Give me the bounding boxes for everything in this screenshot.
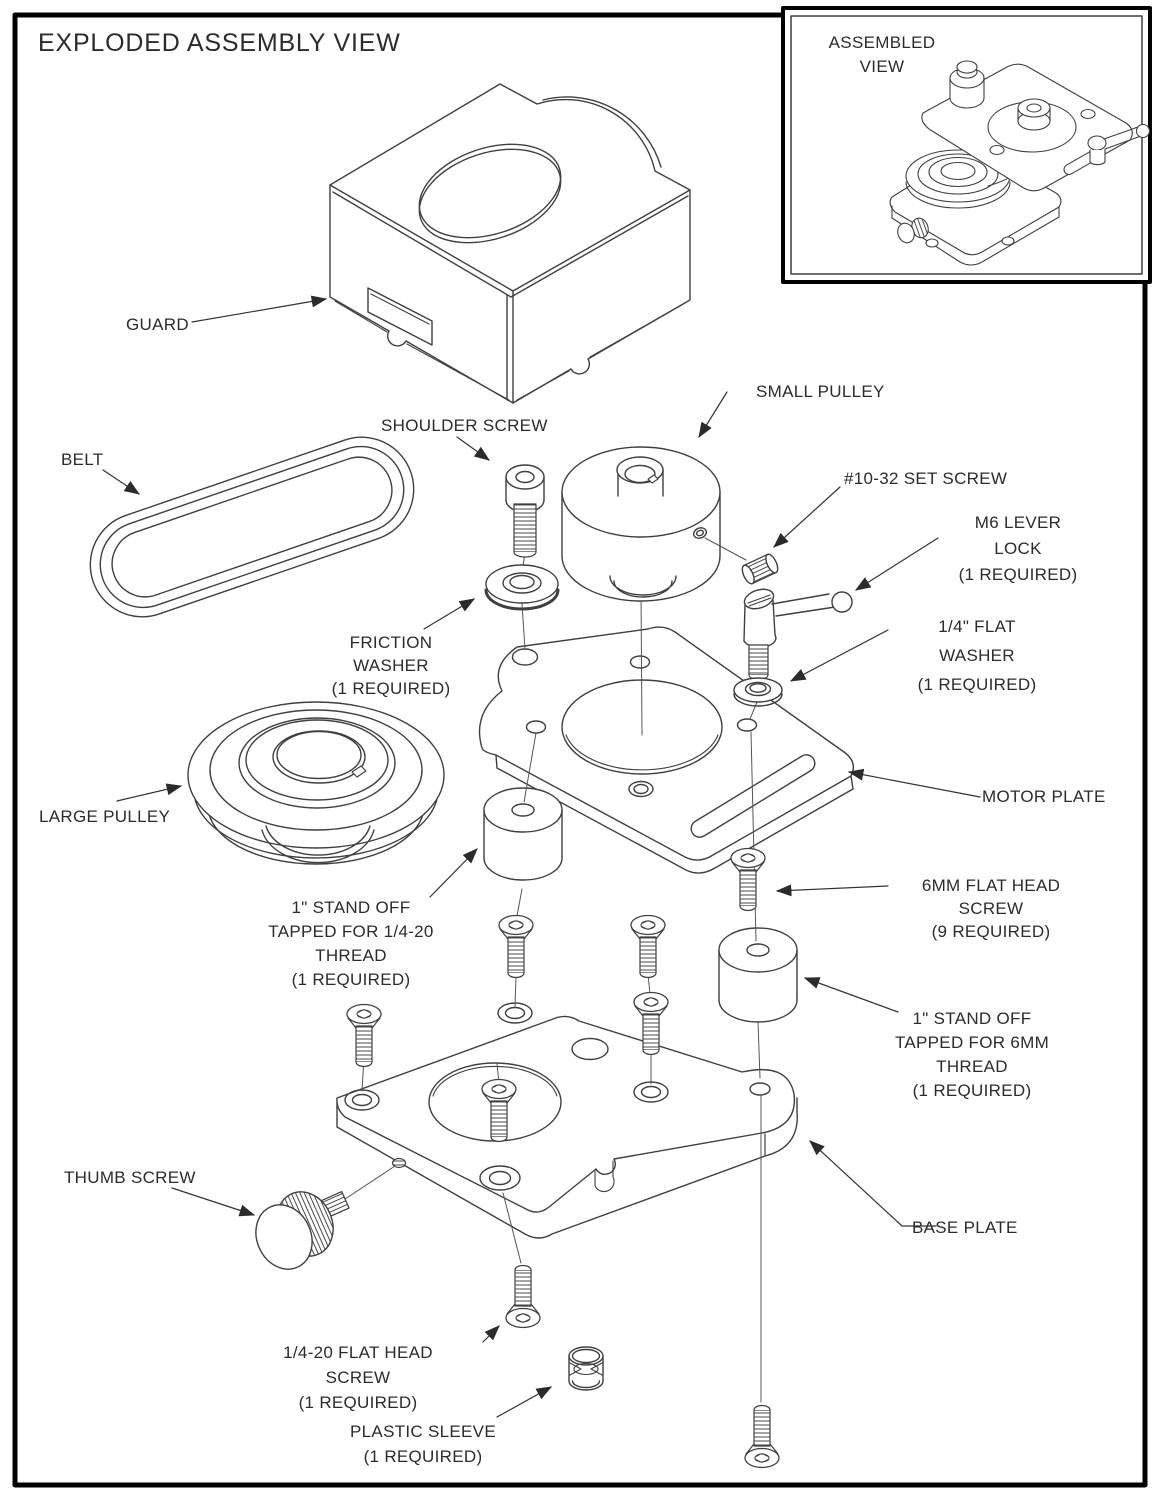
large-pulley-drawing <box>187 701 445 865</box>
lever-lock-drawing <box>743 588 853 681</box>
small-pulley-drawing <box>561 446 721 602</box>
label-flat-head-6mm: 6MM FLAT HEAD SCREW (9 REQUIRED) <box>921 876 1061 941</box>
label-shoulder-screw: SHOULDER SCREW <box>381 416 548 435</box>
thumb-screw-drawing <box>255 1190 350 1270</box>
standoff-quarter-drawing <box>483 787 563 881</box>
label-belt: BELT <box>61 450 104 469</box>
leader-lines <box>102 295 981 1418</box>
guard-drawing <box>329 83 691 404</box>
assembled-view-drawing <box>889 60 1151 266</box>
label-standoff-quarter: 1" STAND OFF TAPPED FOR 1/4-20 THREAD (1… <box>268 898 434 989</box>
page-border <box>12 12 1148 1488</box>
label-standoff-6mm: 1" STAND OFF TAPPED FOR 6MM THREAD (1 RE… <box>894 1009 1050 1100</box>
label-set-screw: #10-32 SET SCREW <box>844 469 1008 488</box>
flat-washer-drawing <box>733 677 783 707</box>
label-guard: GUARD <box>126 315 189 334</box>
label-large-pulley: LARGE PULLEY <box>39 807 171 826</box>
friction-washer-drawing <box>484 564 560 611</box>
label-base-plate: BASE PLATE <box>912 1218 1018 1237</box>
label-friction-washer: FRICTION WASHER (1 REQUIRED) <box>331 633 451 698</box>
belt-drawing <box>89 436 415 618</box>
label-lever-lock: M6 LEVER LOCK (1 REQUIRED) <box>958 513 1078 584</box>
label-assembled-view: ASSEMBLED VIEW <box>828 33 936 76</box>
label-motor-plate: MOTOR PLATE <box>982 787 1106 806</box>
label-small-pulley: SMALL PULLEY <box>756 382 885 401</box>
label-flat-head-quarter: 1/4-20 FLAT HEAD SCREW (1 REQUIRED) <box>283 1343 433 1412</box>
label-thumb-screw: THUMB SCREW <box>64 1168 196 1187</box>
set-screw-drawing <box>741 553 779 585</box>
plastic-sleeve-drawing <box>568 1346 604 1391</box>
base-plate-drawing <box>336 1002 798 1239</box>
label-plastic-sleeve: PLASTIC SLEEVE (1 REQUIRED) <box>350 1422 496 1466</box>
page-title: EXPLODED ASSEMBLY VIEW <box>38 29 401 57</box>
label-flat-washer: 1/4" FLAT WASHER (1 REQUIRED) <box>917 617 1037 694</box>
standoff-6mm-drawing <box>718 927 798 1023</box>
motor-plate-drawing <box>478 626 854 874</box>
shoulder-screw-drawing <box>505 464 545 558</box>
